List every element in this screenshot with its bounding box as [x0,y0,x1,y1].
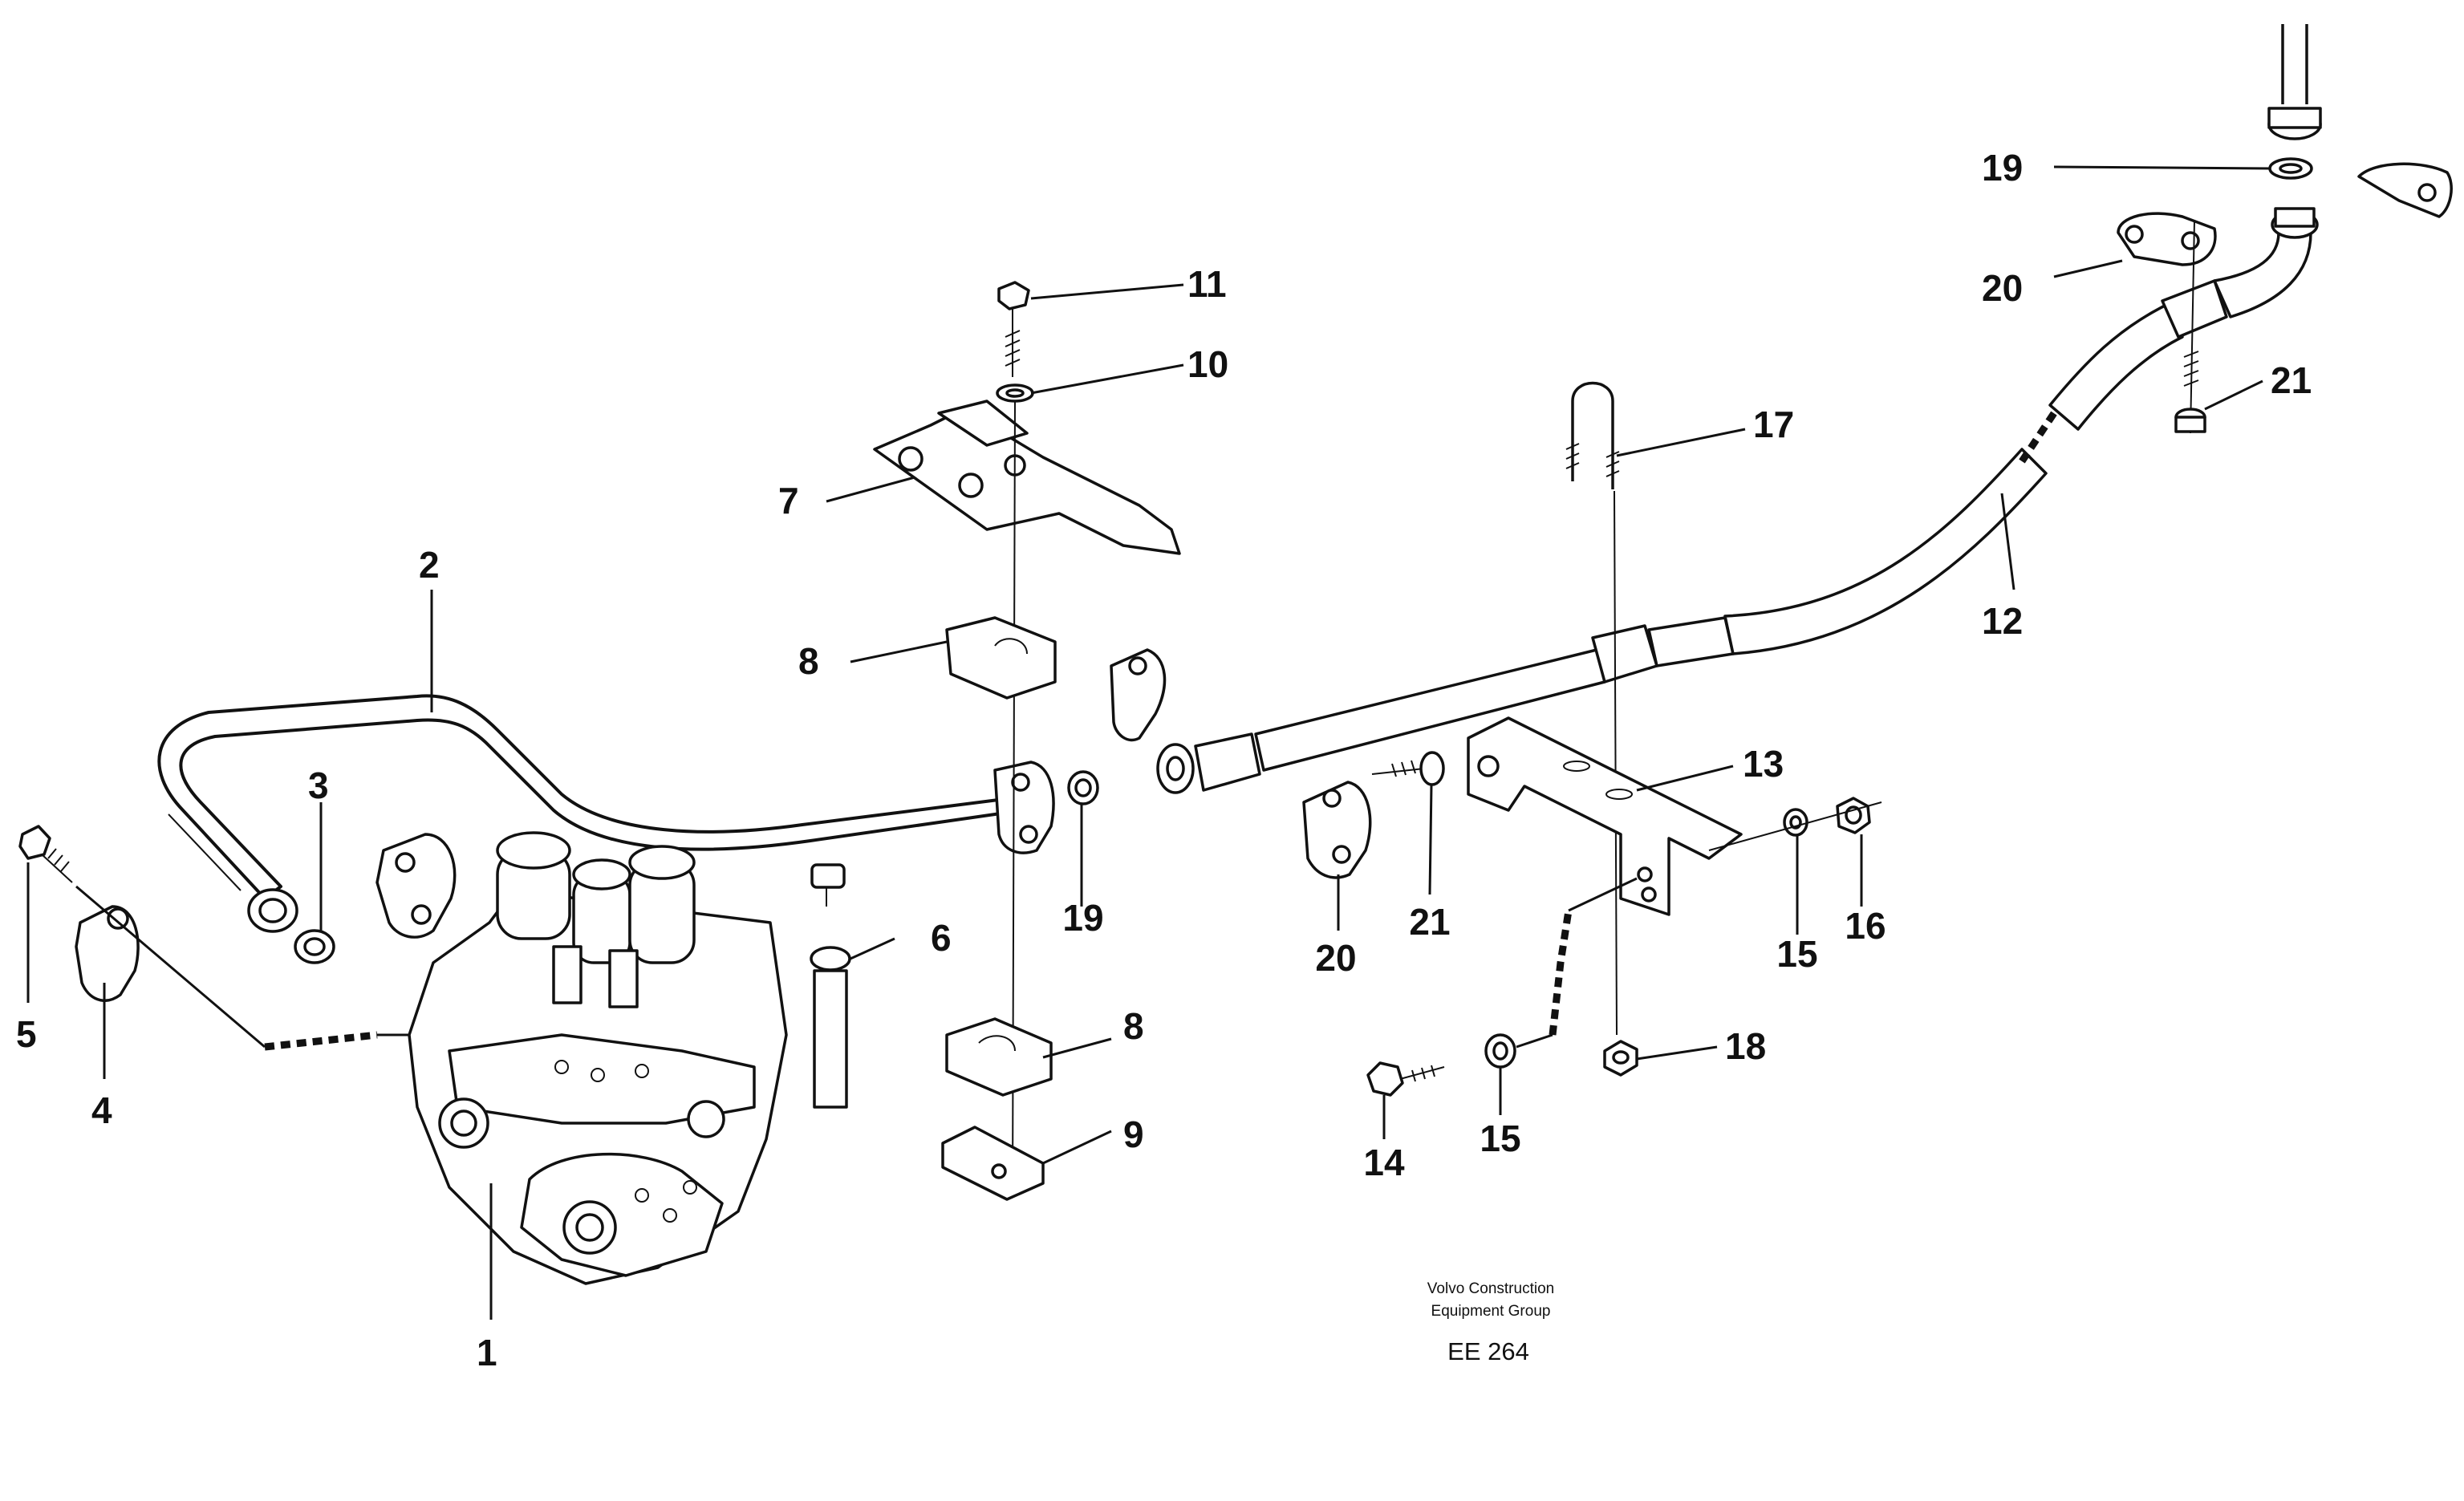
flange-half-4 [75,905,140,1002]
callout-14: 14 [1363,1142,1405,1183]
flange-half-upper-right [2357,162,2453,218]
flange-half-center [1110,648,1167,742]
outlet-flange [993,761,1055,854]
callout-9: 9 [1123,1114,1144,1155]
pipe-end-fitting [247,888,298,933]
callout-7: 7 [778,480,799,521]
upper-hose-fitting [2267,24,2322,140]
clamp-half-8-lower [945,1017,1053,1097]
callout-5: 5 [16,1013,37,1055]
caption-line-2: Equipment Group [1431,1303,1551,1320]
diagram-caption: Volvo Construction Equipment Group EE 26… [1427,1280,1554,1365]
callout-labels: 1 2 3 4 5 6 7 8 8 9 10 11 12 13 14 15 15… [16,147,2312,1373]
nut-18 [1603,1040,1638,1077]
callout-17: 17 [1753,404,1794,445]
hydraulic-pump-1 [408,831,788,1285]
nut-21-upper [2174,220,2206,434]
bolt-21-lower [1371,751,1445,786]
hose-12 [1156,207,2319,794]
callout-21-lower: 21 [1409,901,1450,943]
callout-19-upper: 19 [1982,147,2023,189]
callout-1: 1 [477,1332,497,1373]
leader-lines [26,165,2271,1320]
bolt-5 [18,825,73,883]
bolt-14 [1366,1061,1445,1097]
callout-20-lower: 20 [1315,937,1356,979]
flange-half-20-lower [1302,781,1372,879]
flange-half-20-upper [2117,212,2217,266]
nut-16 [1836,797,1871,834]
callout-10: 10 [1187,343,1228,385]
callout-8-lower: 8 [1123,1005,1144,1047]
callout-3: 3 [308,765,329,806]
bolt-11 [997,281,1030,377]
callout-2: 2 [419,544,440,586]
plate-9 [941,1126,1045,1201]
hose-fitting-6 [810,863,851,1109]
caption-line-1: Volvo Construction [1427,1280,1554,1297]
bracket-13 [1467,716,1743,916]
washer-15-lower [1484,1033,1516,1069]
callout-21-upper: 21 [2271,359,2312,401]
callout-19-lower: 19 [1062,897,1103,939]
callout-16: 16 [1845,905,1886,947]
mounting-plate-7 [873,400,1181,555]
o-ring-19-upper [2268,157,2313,180]
flange-half-pump [375,833,457,939]
callout-20-upper: 20 [1982,267,2023,309]
callout-15-upper: 15 [1776,933,1817,975]
callout-13: 13 [1743,743,1784,785]
callout-6: 6 [931,917,952,959]
callout-15-lower: 15 [1480,1118,1520,1159]
o-ring-19-lower [1067,770,1099,805]
diagram-code: EE 264 [1447,1337,1529,1365]
washer-10 [996,383,1034,403]
callout-12: 12 [1982,600,2023,642]
callout-8-upper: 8 [798,640,819,682]
callout-4: 4 [91,1089,112,1131]
washer-15-upper [1783,808,1808,837]
o-ring-3 [294,929,335,964]
callout-18: 18 [1725,1025,1766,1067]
clamp-half-8-upper [945,616,1057,700]
callout-11: 11 [1187,263,1227,305]
u-bolt-17 [1565,381,1620,489]
